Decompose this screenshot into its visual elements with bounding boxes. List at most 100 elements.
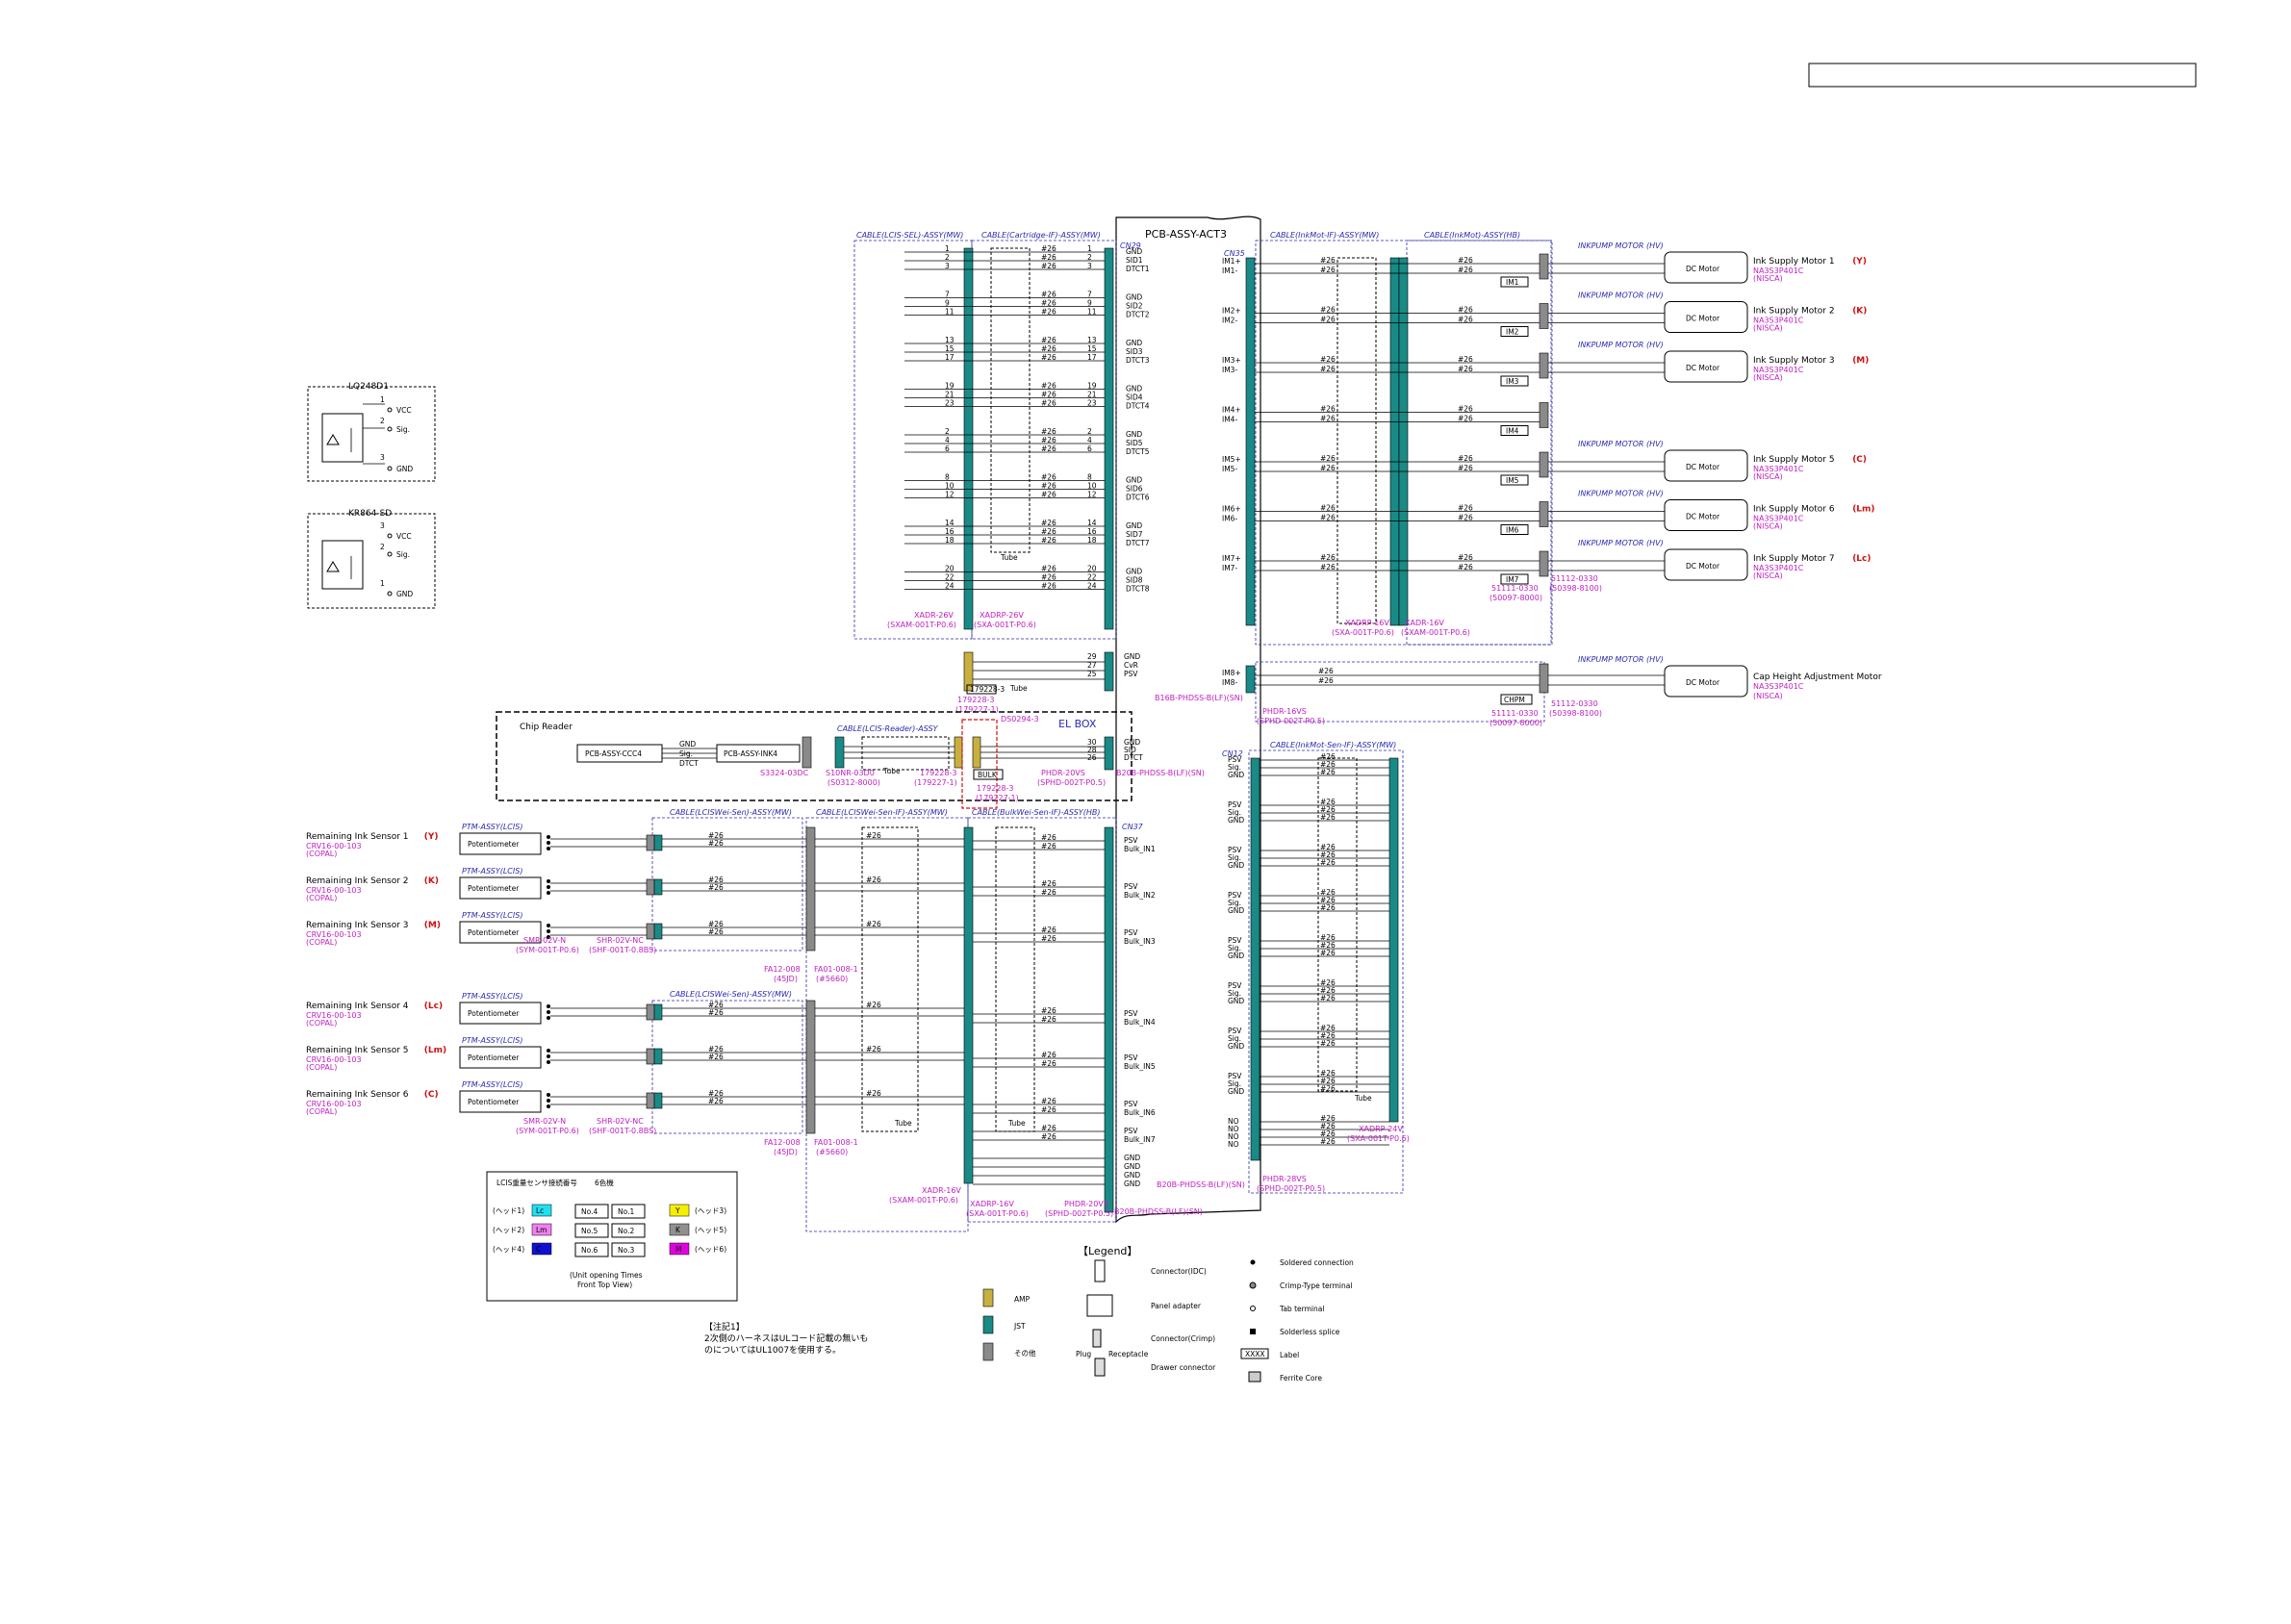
cable-label: INKPUMP MOTOR (HV) [1578,241,1664,250]
wire-gauge: #26 [708,1089,724,1098]
signal-name: DTCT7 [1126,539,1150,547]
terminal [547,924,550,927]
pin-number: 8 [945,473,950,482]
signal-name: SID6 [1126,485,1143,494]
color-chip [669,1242,690,1256]
motor-maker: (NISCA) [1753,472,1783,481]
cn29-label: CN29 [1120,241,1141,250]
sensor-color: (Lc) [424,1002,443,1011]
conn-part: (SXAM-001T-P0.6) [887,621,956,629]
cn12-signal-groups: #26PSV#26Sig.#26GND#26PSV#26Sig.#26GND#2… [1228,752,1389,1149]
signal-name: PSV [1124,1053,1138,1062]
conn-part: (SXA-001T-P0.6) [1332,628,1394,637]
color-chip [531,1223,552,1236]
motor-label: IM3 [1506,377,1519,386]
conn-part: FA12-008 [764,1138,801,1147]
pin-number: 4 [945,436,950,444]
conn-part: PHDR-20VS [1064,1200,1108,1208]
wire-gauge: #26 [1041,573,1056,582]
wire-gauge: #26 [1041,253,1056,262]
cable-label: INKPUMP MOTOR (HV) [1578,292,1664,300]
conn-part: S3324-03DC [760,769,809,777]
pin-number: 3 [380,453,385,462]
legend-item: Drawer connector [1151,1363,1216,1372]
wire-gauge: #26 [1458,306,1473,315]
color-chip [669,1223,690,1236]
potentiometer-box [459,876,542,900]
conn-part: SHR-02V-NC [597,936,644,945]
signal-name: PSV [1228,846,1242,854]
potentiometer-box [459,832,542,855]
signal-name: GND [1228,1042,1244,1051]
sensor-model: CRV16-00-103 [306,1011,362,1020]
signal-name: DTCT3 [1126,356,1150,365]
motor-name: Ink Supply Motor 3 [1753,356,1835,366]
wire-gauge: #26 [708,883,724,892]
map-title: LCIS重量センサ接続番号 [496,1178,577,1187]
signal-name: NO [1228,1132,1239,1141]
svg-text:#26: #26 [1318,667,1334,675]
terminal [547,1016,550,1020]
wire-gauge: #26 [708,1001,724,1009]
legend-item: Connector(IDC) [1151,1267,1207,1276]
signal-name: SID7 [1126,530,1143,539]
wire-gauge: #26 [1320,858,1336,867]
signal-name: GND [1126,521,1142,530]
signal-name: GND [1126,339,1142,347]
pin-number: 11 [945,308,955,317]
connector-jst [963,826,974,1184]
note-title: 【注記1】 [704,1321,745,1332]
conn-part: (179227-1) [976,794,1019,802]
potentiometer-label: Potentiometer [468,884,520,893]
wire-gauge: #26 [1041,536,1056,545]
conn-part: XADR-16V [1405,619,1444,627]
sensor-color: (K) [424,876,439,886]
wire-gauge: #26 [1041,382,1056,391]
connector-jst [1250,757,1260,1161]
pin-number: 14 [1087,519,1097,527]
pin-number: 6 [945,444,950,453]
connector-jst [653,1048,663,1065]
board-box: PCB-ASSY-CCC4 [585,749,642,758]
connector-other [1539,451,1549,478]
pin-number: 29 [1087,652,1097,661]
signal-name: NO [1228,1125,1239,1133]
bulk-label: BULK [978,771,998,779]
wire-gauge: #26 [1320,563,1336,571]
signal-name: SID8 [1126,576,1143,585]
signal-name: IM7- [1222,564,1237,572]
wire-gauge: #26 [1320,1129,1336,1138]
wire-gauge: #26 [1041,391,1056,399]
wire-gauge: #26 [1320,978,1336,987]
ink-sensor-row: Remaining Ink Sensor 1(Y)CRV16-00-103(CO… [306,823,964,858]
sensor-maker: (COPAL) [306,1107,337,1116]
terminal [547,835,550,839]
signal-name: GND [1228,771,1244,779]
conn-part: (45JD) [774,1148,798,1156]
motor-label: CHPM [1504,696,1525,704]
motor-name: Ink Supply Motor 5 [1753,455,1835,465]
sensor-name: Remaining Ink Sensor 4 [306,1002,409,1011]
motor-label-box [1500,573,1529,585]
wire-gauge: #26 [1320,933,1336,942]
wire-gauge: #26 [1041,491,1056,499]
motor-label-box [1500,276,1529,288]
pin-number: 12 [1087,491,1097,499]
pin-number: 2 [945,253,950,262]
dc-motor-label: DC Motor [1686,265,1720,273]
chip-reader-group: Chip Reader PCB-ASSY-CCC4 PCB-ASSY-INK4 … [496,711,1205,809]
potentiometer-box [459,1090,542,1113]
motor-color: (M) [1852,356,1869,366]
signal-name: IM2+ [1222,307,1241,316]
conn-part: XADR-16V [922,1186,961,1195]
motor-model: NA3S3P401C [1753,682,1804,691]
sensor-symbol-name: LQ248D1 [348,382,389,392]
pin-number: 8 [1087,473,1092,482]
wire-gauge: #26 [1458,553,1473,562]
wire-gauge: #26 [1458,504,1473,513]
wire-gauge: #26 [1041,1097,1056,1105]
tube-label: Tube [1007,1119,1026,1128]
motor-color: (Y) [1852,257,1867,266]
conn-part: (45JD) [774,975,798,983]
conn-part: (50398-8100) [1549,584,1602,593]
